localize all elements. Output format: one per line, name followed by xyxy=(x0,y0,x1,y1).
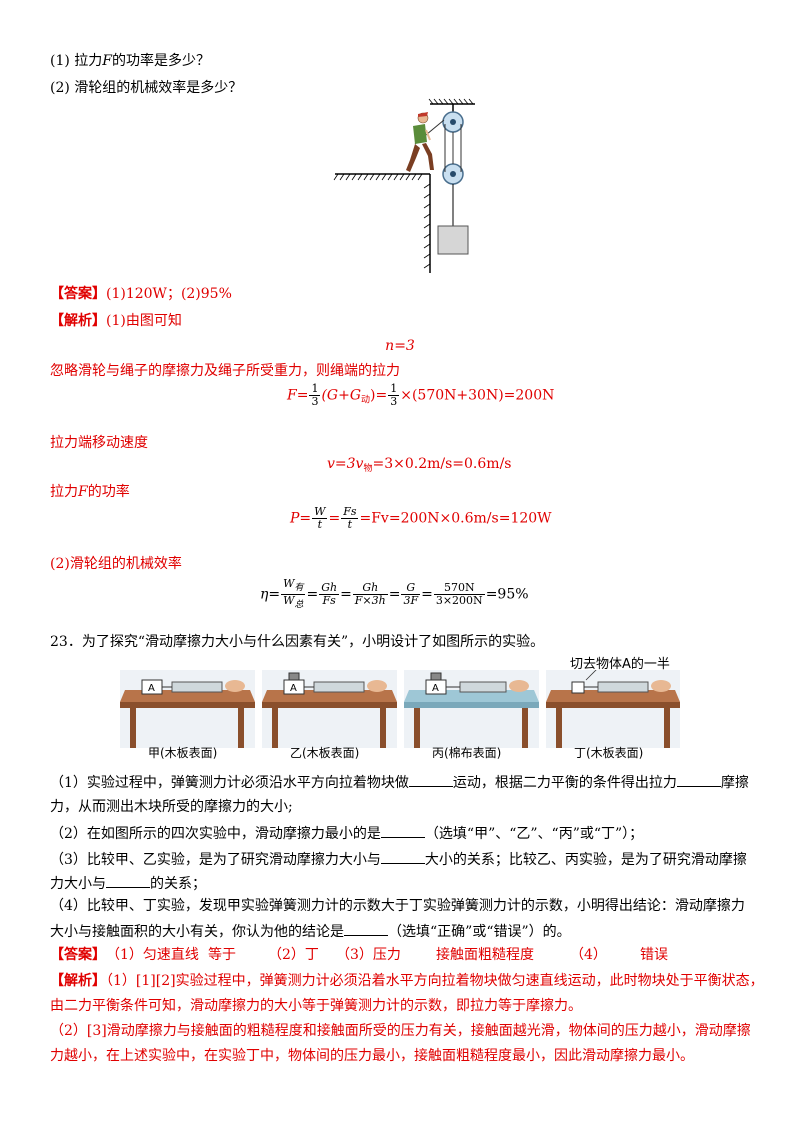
panel-yi: A xyxy=(262,670,397,748)
panel-ding xyxy=(546,670,680,748)
caption-jia: 甲(木板表面) xyxy=(148,746,218,760)
subq-3-cont: 力大小与的关系； xyxy=(50,873,206,893)
subq-1-cont: 力，从而测出木块所受的摩擦力的大小; xyxy=(50,799,293,815)
svg-text:A: A xyxy=(432,683,439,694)
analysis-23-l4: 力越小，在上述实验中，在实验丁中，物体间的压力最小，接触面粗糙程度最小，因此滑动… xyxy=(50,1048,694,1064)
analysis-23-l3: （2）[3]滑动摩擦力与接触面的粗糙程度和接触面所受的压力有关，接触面越光滑，物… xyxy=(50,1023,751,1039)
blank-4[interactable] xyxy=(380,849,425,864)
experiment-figures: A A A xyxy=(120,670,680,748)
svg-text:A: A xyxy=(148,683,155,694)
blank-1[interactable] xyxy=(408,772,453,787)
power-text: 拉力F的功率 xyxy=(50,484,130,500)
answer-line: 【答案】(1)120W；(2)95% xyxy=(50,286,232,302)
panel-bing: A xyxy=(404,670,539,748)
caption-yi: 乙(木板表面) xyxy=(290,746,360,760)
ignore-friction-text: 忽略滑轮与绳子的摩擦力及绳子所受重力，则绳端的拉力 xyxy=(50,363,400,379)
subq-2: （2）在如图所示的四次实验中，滑动摩擦力最小的是（选填“甲”、“乙”、“丙”或“… xyxy=(50,823,643,843)
speed-text: 拉力端移动速度 xyxy=(50,435,148,451)
subq-1: （1）实验过程中，弹簧测力计必须沿水平方向拉着物块做运动，根据二力平衡的条件得出… xyxy=(50,772,749,792)
panel-jia: A xyxy=(120,670,255,748)
speed-formula: v=3v物=3×0.2m/s=0.6m/s xyxy=(327,456,512,474)
question-2: (2) 滑轮组的机械效率是多少？ xyxy=(50,80,243,96)
blank-5[interactable] xyxy=(106,873,150,888)
blank-2[interactable] xyxy=(676,772,721,787)
caption-bing: 丙(棉布表面) xyxy=(432,746,502,760)
subq-3: （3）比较甲、乙实验，是为了研究滑动摩擦力大小与大小的关系；比较乙、丙实验，是为… xyxy=(50,849,747,869)
analysis-23-l2: 由二力平衡条件可知，滑动摩擦力的大小等于弹簧测力计的示数，即拉力等于摩擦力。 xyxy=(50,998,582,1014)
question-1: (1) 拉力F的功率是多少？ xyxy=(50,53,210,69)
caption-ding: 丁(木板表面) xyxy=(574,746,644,760)
svg-text:A: A xyxy=(290,683,297,694)
analysis-23-l1: 【解析】（1）[1][2]实验过程中，弹簧测力计必须沿着水平方向拉着物块做匀速直… xyxy=(50,973,764,989)
blank-6[interactable] xyxy=(344,921,388,936)
question-23: 23．为了探究“滑动摩擦力大小与什么因素有关”，小明设计了如图所示的实验。 xyxy=(50,634,545,650)
n-equation: n=3 xyxy=(385,338,415,354)
efficiency-text: (2)滑轮组的机械效率 xyxy=(50,556,182,572)
pulley-figure xyxy=(333,98,475,273)
subq-4: （4）比较甲、丁实验，发现甲实验弹簧测力计的示数大于丁实验弹簧测力计的示数，小明… xyxy=(50,898,745,914)
cut-label: 切去物体A的一半 xyxy=(570,657,670,672)
blank-3[interactable] xyxy=(380,823,425,838)
subq-4-cont: 大小与接触面积的大小有关，你认为他的结论是（选填“正确”或“错误”）的。 xyxy=(50,921,571,941)
analysis-line: 【解析】(1)由图可知 xyxy=(50,313,182,329)
answer-23: 【答案】（1）匀速直线等于（2）丁（3）压力接触面粗糙程度（4）错误 xyxy=(50,947,668,963)
